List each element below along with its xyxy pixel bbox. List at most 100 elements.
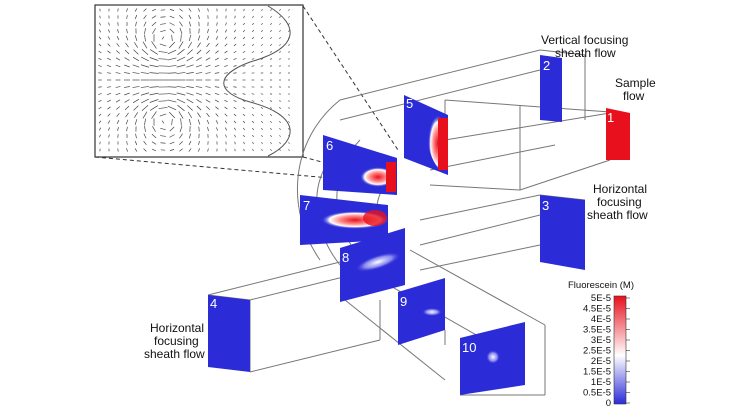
vector-arrow [233, 113, 237, 117]
vector-arrow [188, 8, 192, 12]
colorbar-title: Fluorescein (M) [568, 280, 634, 291]
vector-arrow [176, 72, 186, 74]
vector-arrow [251, 107, 255, 109]
vector-arrow [141, 56, 149, 62]
vector-arrow [270, 9, 272, 11]
vector-arrow [224, 29, 228, 33]
vector-arrow [132, 92, 140, 96]
vector-arrow [269, 51, 273, 53]
section-9-plane [398, 278, 445, 345]
vector-arrow [198, 28, 200, 34]
vector-arrow [195, 72, 203, 74]
vector-arrow [269, 44, 273, 46]
vector-arrow [260, 44, 264, 46]
section-6-plane [323, 135, 397, 195]
vector-arrow [269, 58, 273, 60]
vector-arrow [141, 104, 149, 112]
vector-arrow [269, 100, 273, 102]
vector-arrow [116, 50, 120, 54]
vector-arrow [214, 72, 220, 74]
vector-arrow [106, 72, 112, 74]
section-2-plane [540, 55, 562, 122]
vector-arrow [205, 57, 211, 61]
vector-arrow [152, 126, 156, 132]
vector-arrow [242, 93, 246, 95]
vector-arrow [269, 121, 273, 123]
vector-arrow [206, 112, 210, 118]
vector-arrow [279, 142, 281, 144]
vector-arrow [251, 29, 255, 33]
vector-arrow [224, 72, 228, 74]
vector-arrow [168, 111, 176, 119]
vector-arrow [215, 50, 219, 54]
vector-arrow [151, 41, 157, 49]
colorbar-tick-label: 4.5E-5 [583, 304, 611, 315]
vector-arrow [134, 35, 138, 41]
vector-arrow [196, 99, 202, 103]
vector-arrow [115, 72, 121, 74]
vector-arrow [169, 9, 175, 11]
vector-arrow [132, 56, 140, 62]
vector-arrow [125, 35, 129, 41]
vector-arrow [144, 118, 146, 126]
vector-arrow [177, 48, 185, 56]
vector-arrow [225, 141, 227, 145]
vector-arrow [140, 86, 150, 88]
vector-arrow [169, 141, 175, 145]
vector-arrow [171, 118, 173, 126]
vector-arrow [176, 92, 186, 96]
vector-arrow [225, 134, 227, 138]
vector-arrow [224, 106, 228, 110]
vector-arrow [180, 118, 182, 126]
vector-arrow [197, 42, 201, 48]
vector-arrow [261, 15, 263, 19]
vector-arrow [158, 58, 168, 60]
vector-arrow [279, 9, 281, 11]
vector-arrow [160, 142, 166, 144]
vector-arrow [242, 50, 246, 54]
section-label-5: 5 [406, 96, 413, 111]
vector-arrow [158, 107, 168, 109]
vector-arrow [279, 128, 281, 130]
vector-arrow [224, 99, 228, 103]
vector-arrow [134, 14, 138, 20]
vector-arrow [176, 64, 186, 68]
vector-arrow [186, 86, 194, 88]
section-4-plane [208, 295, 250, 372]
vector-arrow [115, 92, 121, 96]
vector-arrow [186, 92, 194, 96]
vector-arrow [116, 113, 120, 117]
vector-arrow [288, 128, 290, 130]
vector-arrow [141, 98, 149, 104]
colorbar-tick-label: 4E-5 [591, 314, 611, 325]
vector-arrow [99, 15, 101, 19]
vector-arrow [98, 127, 102, 131]
vector-arrow [224, 43, 228, 47]
vector-arrow [242, 113, 246, 117]
vector-arrow [140, 92, 150, 96]
vector-arrow [206, 35, 210, 41]
vector-arrow [197, 119, 201, 125]
vector-arrow [151, 8, 157, 12]
vector-arrow [215, 36, 219, 40]
vector-arrow [132, 86, 140, 88]
vector-arrow [108, 127, 110, 131]
vector-arrow [179, 21, 183, 27]
vector-arrow [124, 86, 130, 88]
vector-arrow [197, 112, 201, 118]
vector-arrow [179, 148, 183, 152]
vector-arrow [149, 64, 159, 68]
vector-arrow [98, 36, 102, 40]
section-label-8: 8 [342, 250, 349, 265]
vector-arrow [242, 43, 246, 47]
vector-arrow [195, 64, 203, 68]
vector-arrow [260, 58, 264, 60]
vector-arrow [215, 120, 219, 124]
vector-arrow [124, 99, 130, 103]
vector-arrow [205, 64, 211, 68]
vector-arrow [149, 86, 159, 88]
vector-arrow [167, 65, 177, 67]
vector-arrow [98, 99, 102, 103]
vector-arrow [116, 106, 120, 110]
vector-arrow [150, 49, 158, 55]
